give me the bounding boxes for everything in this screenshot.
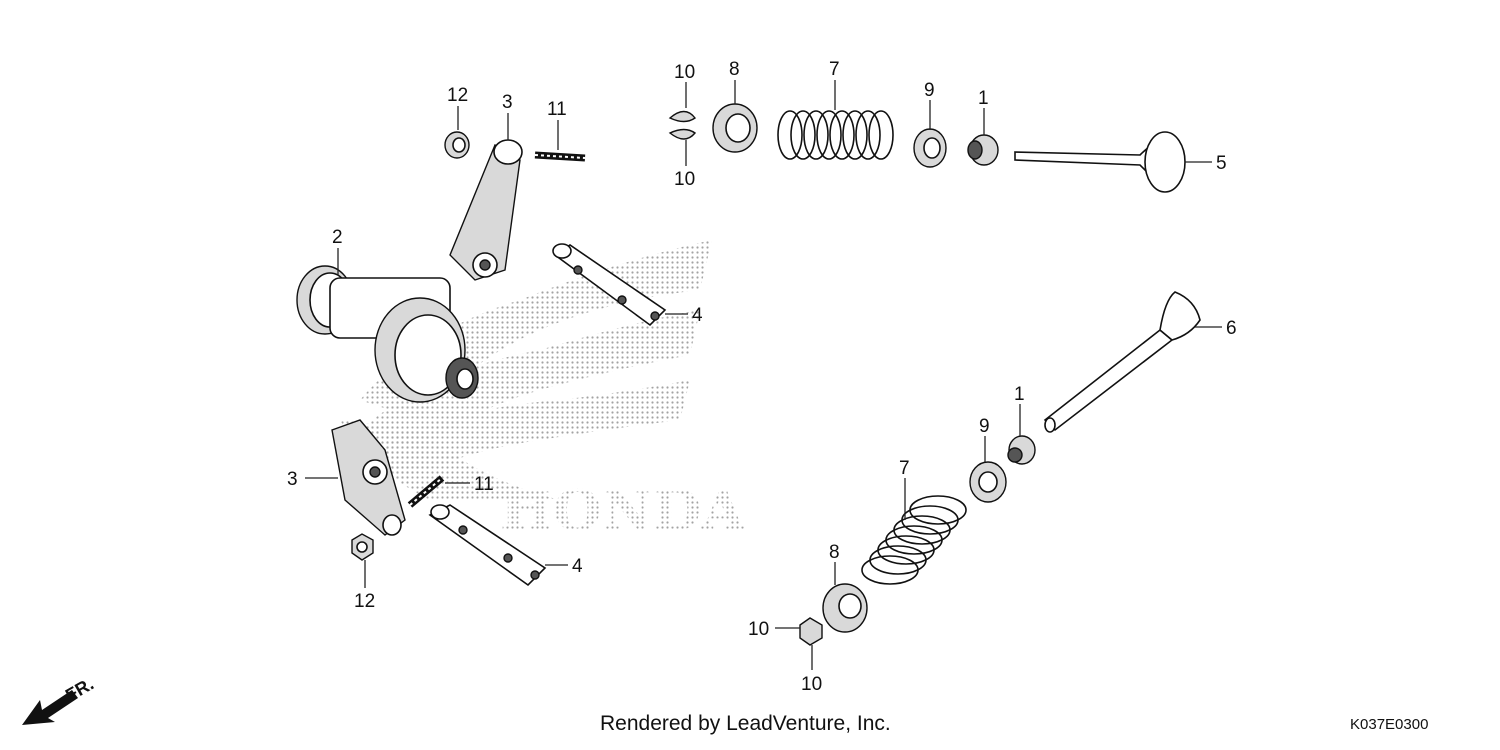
part-rocker-shaft-upper	[552, 243, 667, 327]
part-spring-retainer-lower	[822, 583, 868, 633]
part-valve-seal-lower	[1007, 435, 1036, 465]
callout-10-top: 10	[674, 62, 695, 83]
front-arrow-icon	[22, 690, 78, 725]
callout-5: 5	[1216, 153, 1227, 174]
part-valve-upper	[1014, 131, 1186, 193]
part-spring-seat-upper	[913, 128, 947, 168]
leader-lines	[305, 80, 1222, 670]
part-valve-spring-upper	[777, 110, 894, 160]
callout-1-lower: 1	[1014, 384, 1025, 405]
part-stud-lower	[407, 475, 445, 508]
footer-credit: Rendered by LeadVenture, Inc.	[600, 712, 891, 735]
diagram-code: K037E0300	[1350, 716, 1429, 733]
callout-8-upper: 8	[729, 59, 740, 80]
callout-12-upper: 12	[447, 85, 468, 106]
callout-7-lower: 7	[899, 458, 910, 479]
part-rocker-arm-lower	[331, 419, 406, 536]
callout-2: 2	[332, 227, 343, 248]
part-nut-upper	[444, 131, 470, 159]
part-valve-spring-lower	[861, 495, 967, 585]
callout-9-lower: 9	[979, 416, 990, 437]
callouts: 12 3 11 2 4 10 10 8 7 9 1 5 6 1 9 7 8 10…	[287, 59, 1237, 695]
honda-watermark-text: HONDA	[500, 478, 746, 544]
part-rocker-shaft-lower	[428, 504, 547, 587]
part-camshaft	[296, 265, 479, 403]
callout-3-upper: 3	[502, 92, 513, 113]
callout-3-lower: 3	[287, 469, 298, 490]
part-spring-seat-lower	[969, 461, 1007, 503]
part-valve-lower	[1043, 291, 1201, 433]
callout-10-bottom: 10	[801, 674, 822, 695]
callout-10-below: 10	[674, 169, 695, 190]
callout-6: 6	[1226, 318, 1237, 339]
part-cotter-upper	[668, 110, 697, 140]
callout-4-lower: 4	[572, 556, 583, 577]
callout-10-left: 10	[748, 619, 769, 640]
callout-9-upper: 9	[924, 80, 935, 101]
callout-1-upper: 1	[978, 88, 989, 109]
callout-11-upper: 11	[547, 99, 567, 120]
callout-11-lower: 11	[474, 474, 494, 495]
part-spring-retainer-upper	[712, 103, 758, 153]
part-stud-upper	[534, 151, 586, 162]
callout-4-upper: 4	[692, 305, 703, 326]
part-nut-lower	[351, 533, 374, 561]
callout-7-upper: 7	[829, 59, 840, 80]
callout-8-lower: 8	[829, 542, 840, 563]
part-valve-seal-upper	[967, 134, 999, 166]
part-cotter-lower	[799, 617, 823, 646]
part-rocker-arm-upper	[449, 139, 523, 281]
callout-12-lower: 12	[354, 591, 375, 612]
front-direction-indicator: FR.	[22, 674, 97, 725]
